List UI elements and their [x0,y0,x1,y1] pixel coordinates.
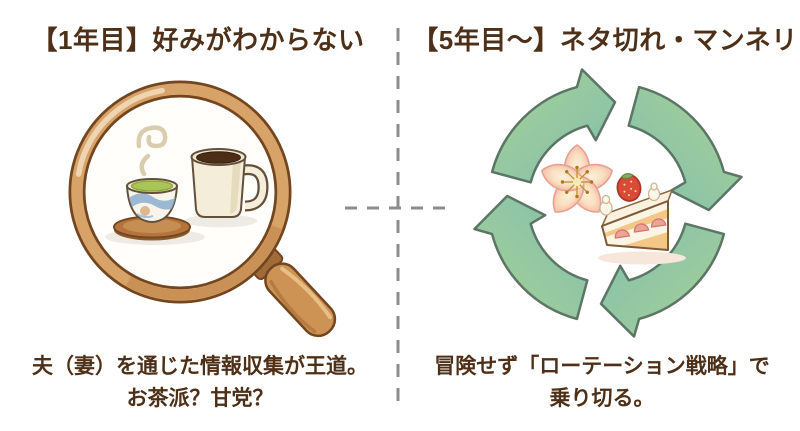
magnifying-glass-icon [68,80,292,304]
left-panel-title: 【1年目】好みがわからない [31,25,365,55]
steam-icon [136,125,168,177]
right-panel-caption: 冒険せず「ローテーション戦略」で 乗り切る。 [402,351,800,415]
lens-glass [86,98,274,286]
caption-line: 冒険せず「ローテーション戦略」で [434,355,770,378]
tea-cup-icon [125,178,179,224]
strawberry-icon [616,173,642,202]
right-panel-title: 【5年目〜】ネタ切れ・マンネリ [412,25,798,55]
sakura-flower-icon [537,144,617,221]
cream-dollops [599,182,661,216]
saucer-icon [113,215,191,241]
caption-line: 乗り切る。 [549,387,655,410]
rotation-arrows-icon [473,68,743,338]
coffee-mug-icon [190,148,269,218]
caption-line: お茶派？甘党？ [126,387,274,410]
cake-slice-icon [598,173,686,265]
magnifier-handle [250,247,337,338]
left-panel-caption: 夫（妻）を通じた情報収集が王道。 お茶派？甘党？ [0,351,400,415]
magnifier-illustration [68,80,337,338]
rotation-illustration [473,68,743,338]
caption-line: 夫（妻）を通じた情報収集が王道。 [32,355,368,378]
